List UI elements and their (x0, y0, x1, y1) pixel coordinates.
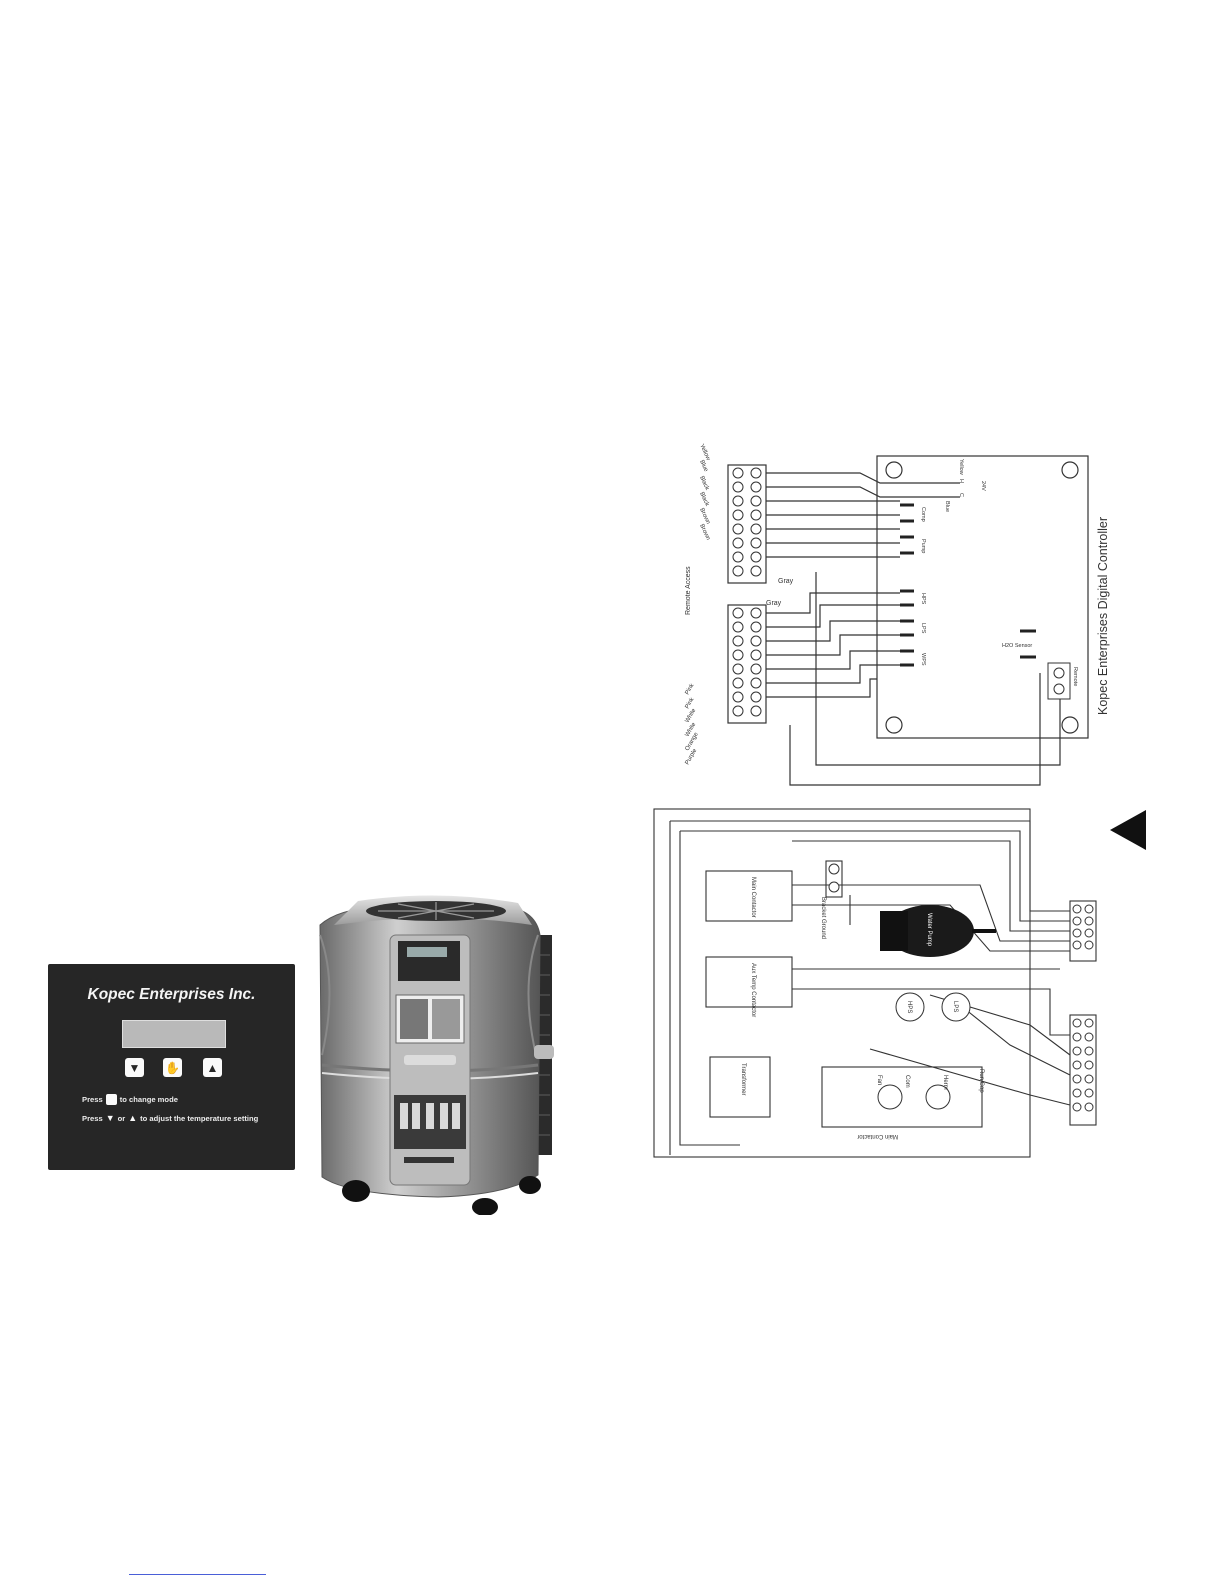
board-label-h: H (958, 479, 964, 483)
bracket-ground-label: Bracket Ground (820, 897, 826, 939)
hps-label: HPS (906, 1001, 912, 1013)
capacitor-fan-label: Fan (876, 1075, 882, 1085)
instruction-temp-text: to adjust the temperature setting (140, 1113, 259, 1123)
gray-mid-label: Gray (766, 600, 782, 607)
transformer-label: Transformer (740, 1063, 746, 1095)
wire-label-brown-2: Brown (698, 523, 711, 541)
wire-label-black-1: Black (698, 475, 710, 492)
capacitor-box (821, 1066, 983, 1128)
down-arrow-icon: ▼ (125, 1058, 144, 1077)
board-title-label: Kopec Enterprises Digital Controller (1096, 517, 1110, 715)
board-label-h2o-sensor: H2O Sensor (1002, 643, 1032, 649)
board-label-lps: LPS (920, 623, 926, 634)
main-contactor-label: Main Contactor (750, 877, 756, 918)
board-label-wps: WPS (920, 653, 926, 666)
instruction-or-text: or (117, 1113, 126, 1123)
controller-board (876, 455, 1089, 739)
board-label-c: C (958, 493, 964, 497)
panel-instruction-mode: Press to change mode (82, 1094, 178, 1105)
gray-top-label: Gray (778, 578, 794, 585)
board-label-24v: 24V (980, 481, 986, 491)
board-label-comp: Comp (920, 507, 926, 522)
main-contactor-box (705, 870, 793, 922)
hand-icon: ✋ (163, 1058, 182, 1077)
board-label-yellow: Yellow (958, 459, 964, 475)
wire-label-white-1: White (685, 707, 698, 724)
main-contactor-bottom-label: Main Contactor (857, 1133, 898, 1139)
wire-label-pink-2: Pink (685, 696, 697, 710)
up-mini-icon: ▲ (128, 1113, 138, 1123)
remote-access-label: Remote Access (685, 566, 692, 615)
aux-contactor-box (705, 956, 793, 1008)
left-arrow-icon (1110, 810, 1146, 850)
board-label-hps: HPS (920, 593, 926, 605)
aux-contactor-label: Aux Temp Contactor (750, 963, 756, 1017)
water-pump-label: Water Pump (926, 913, 932, 947)
controller-wiring-diagram: Kopec Enterprises Digital Controller Rem… (685, 443, 1110, 786)
panel-instruction-temp: Press ▼ or ▲ to adjust the temperature s… (82, 1113, 258, 1123)
down-mini-icon: ▼ (105, 1113, 115, 1123)
lps-label: LPS (952, 1001, 958, 1012)
board-label-pump: Pump (920, 539, 926, 553)
hand-mini-icon (105, 1094, 117, 1105)
transformer-box (709, 1056, 771, 1118)
footer-link-underline[interactable] (129, 1574, 266, 1575)
capacitor-herm-label: Herm (942, 1075, 948, 1090)
board-label-blue: Blue (944, 501, 950, 512)
wire-label-brown-1: Brown (698, 507, 711, 525)
up-arrow-icon: ▲ (203, 1058, 222, 1077)
heat-pump-illustration (319, 895, 554, 1215)
wire-label-black-2: Black (698, 491, 710, 508)
instruction-press-text: Press (82, 1095, 103, 1104)
instruction-mode-text: to change mode (119, 1095, 178, 1104)
wire-label-yellow: Yellow (698, 443, 711, 462)
board-label-remote: Remote (1072, 667, 1078, 686)
panel-lcd-display (122, 1020, 226, 1048)
capacitor-label: Run Cap (978, 1069, 984, 1093)
water-pump-shape (880, 905, 996, 957)
panel-brand-text: Kopec Enterprises Inc. (87, 986, 256, 1003)
capacitor-com-label: Com (904, 1075, 910, 1088)
control-panel-photo: Kopec Enterprises Inc. ▼ ✋ ▲ Press to ch… (48, 964, 295, 1170)
instruction-press-text-2: Press (82, 1113, 103, 1123)
wire-label-blue: Blue (698, 459, 709, 473)
heat-pump-wiring-diagram: Main Contactor Aux Temp Contactor Transf… (653, 808, 1097, 1158)
wire-label-pink-1: Pink (685, 682, 697, 696)
